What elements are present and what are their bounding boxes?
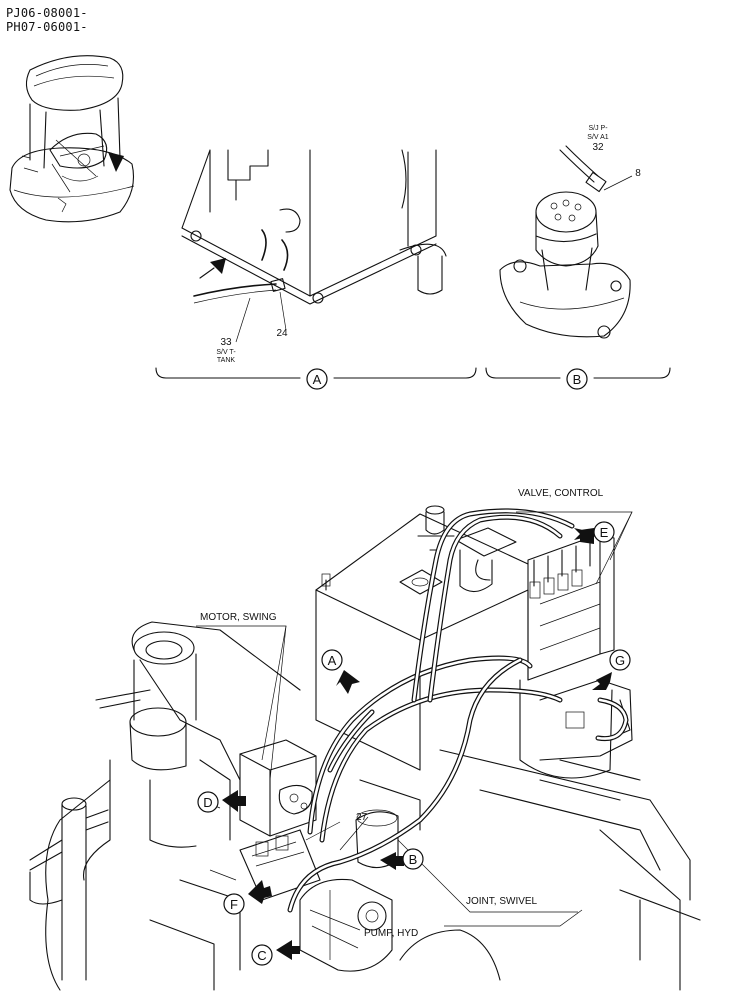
detail-a-part-desc-33: S/V T-TANK [216,349,236,364]
view-callout-b: B [402,848,424,870]
machine-locator-thumbnail [9,55,135,223]
detail-a-tank-drawing [181,149,447,343]
label-pump-hyd: PUMP, HYD [364,928,418,939]
arrow-b-main [380,852,404,870]
view-callout-f: F [223,893,245,915]
detail-a-callout: A [306,368,328,390]
main-part-number-27: 27 [356,812,368,823]
svg-text:E: E [600,525,609,540]
label-valve-control: VALVE, CONTROL [518,488,604,499]
label-joint-swivel: JOINT, SWIVEL [466,896,538,907]
label-motor-swing: MOTOR, SWING [200,612,277,623]
svg-text:B: B [409,852,418,867]
arrow-d [222,790,246,812]
main-view-drawing [29,505,701,991]
arrow-a [336,670,360,694]
detail-b-part-desc-32: S/J P-S/V A1 [587,125,609,141]
view-callout-a: A [321,649,343,671]
arrow-e [574,528,594,544]
serial-range-2: PH07-06001- [6,20,88,34]
arrow-c [276,940,300,960]
view-callout-e: E [593,521,615,543]
arrow-f [248,880,272,904]
detail-b-brace [485,367,671,379]
svg-text:A: A [313,372,322,387]
svg-text:F: F [230,897,238,912]
hydraulic-hose-routing [287,508,629,913]
arrow-g [592,672,612,690]
detail-a-brace [155,367,477,379]
svg-text:D: D [203,795,212,810]
detail-b-part-number-32: 32 [592,142,604,153]
svg-text:B: B [573,372,582,387]
serial-range-1: PJ06-08001- [6,6,88,20]
svg-text:G: G [615,653,625,668]
detail-b-callout: B [566,368,588,390]
detail-a-part-number-24: 24 [276,328,288,339]
view-callout-c: C [251,944,273,966]
detail-a-part-number-33: 33 [220,337,232,348]
svg-text:A: A [328,653,337,668]
view-callout-d: D [197,791,219,813]
svg-text:C: C [257,948,266,963]
detail-b-part-number-8: 8 [635,168,641,179]
view-callout-g: G [609,649,631,671]
detail-b-swivel-drawing [499,145,633,339]
